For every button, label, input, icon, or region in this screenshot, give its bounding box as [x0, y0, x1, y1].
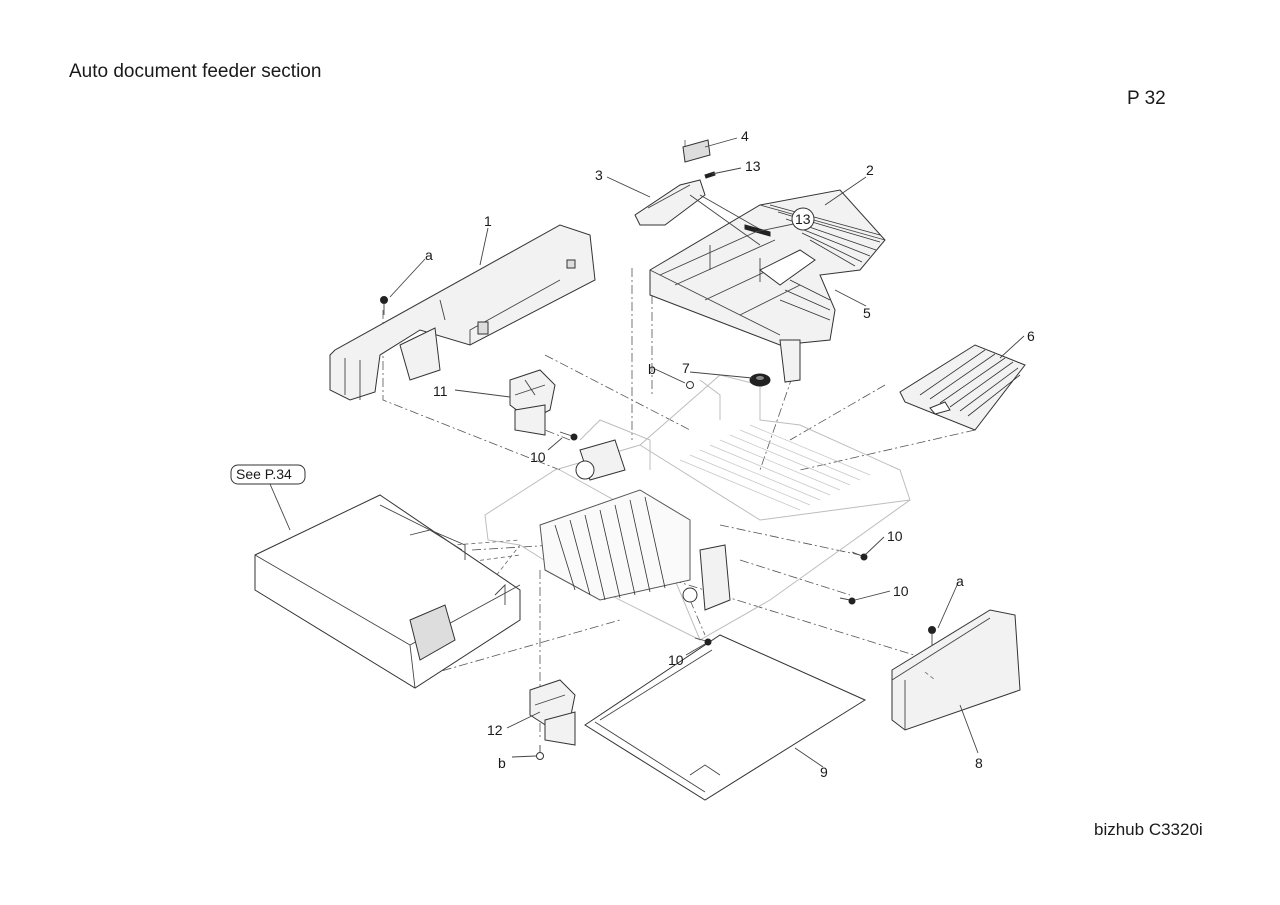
part-6-exit-tray: [899, 344, 1026, 431]
callout-3: 3: [595, 167, 603, 183]
callout-7: 7: [682, 360, 690, 376]
callout-4: 4: [741, 128, 749, 144]
callout-2: 2: [866, 162, 874, 178]
page-number: P 32: [1127, 88, 1166, 109]
callout-a-2: a: [956, 573, 964, 589]
callout-10-d: 10: [668, 652, 684, 668]
part-13-clips: [704, 171, 771, 237]
part-7-grommet: [749, 373, 771, 387]
callout-b-2: b: [498, 755, 506, 771]
callout-a-1: a: [425, 247, 433, 263]
callout-8: 8: [975, 755, 983, 771]
callout-12: 12: [487, 722, 503, 738]
callout-10-a: 10: [530, 449, 546, 465]
screws: [380, 296, 936, 760]
see-reference-label: See P.34: [230, 464, 306, 531]
callout-6: 6: [1027, 328, 1035, 344]
callout-13-a: 13: [745, 158, 761, 174]
callout-b-1: b: [648, 361, 656, 377]
callout-10-b: 10: [887, 528, 903, 544]
see-reference-text: See P.34: [236, 466, 292, 482]
upper-cover-reference: [254, 494, 521, 689]
part-1-rear-cover: [329, 224, 596, 401]
part-8-front-cover: [891, 609, 1021, 731]
callout-11: 11: [433, 383, 448, 399]
callout-1: 1: [484, 213, 492, 229]
part-11-sensor: [509, 369, 556, 436]
part-12-sensor: [529, 679, 576, 746]
callout-10-c: 10: [893, 583, 909, 599]
callout-9: 9: [820, 764, 828, 780]
model-name: bizhub C3320i: [1094, 820, 1203, 839]
page-title: Auto document feeder section: [69, 61, 322, 82]
part-2-document-tray: [649, 189, 886, 383]
adf-main-frame: [484, 374, 911, 641]
callout-labels: 1 2 3 4 13 13 5 6 7 a a b b 11 12 10 10 …: [425, 128, 1035, 780]
part-4-plate: [682, 139, 711, 163]
leader-lines: [389, 137, 1025, 768]
callout-13-b: 13: [795, 211, 811, 227]
part-9-sheet: [584, 634, 867, 801]
callout-5: 5: [863, 305, 871, 321]
